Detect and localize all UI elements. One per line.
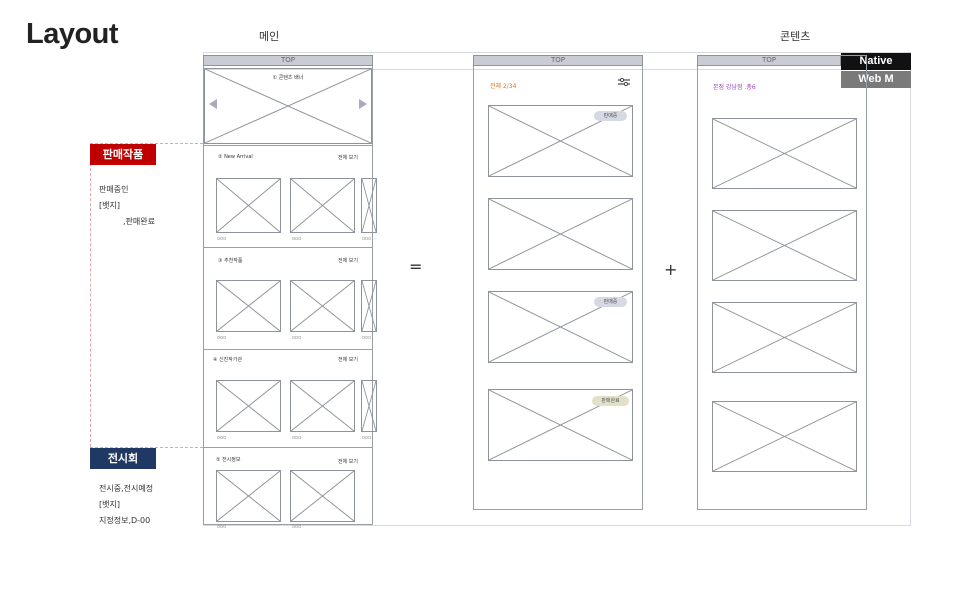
plus-operator: +	[664, 260, 678, 279]
main-column-label: 메인	[259, 30, 280, 43]
section-divider	[204, 447, 372, 448]
filter-icon[interactable]	[617, 73, 631, 87]
exhibition-thumbnail[interactable]	[216, 470, 281, 522]
section-recommended-label: ③ 추천작품	[218, 258, 243, 264]
artwork-thumbnail[interactable]	[290, 280, 355, 332]
platform-native-tag: Native	[841, 53, 911, 70]
thumbnail-caption: ooo	[362, 335, 372, 341]
content-column-label: 콘텐츠	[780, 30, 811, 43]
exhibition-thumbnail[interactable]	[290, 470, 355, 522]
thumbnail-caption: ooo	[292, 435, 302, 441]
section-new-arrival-more[interactable]: 전체 보기	[338, 155, 358, 161]
exhibition-note-line: [뱃지]	[99, 500, 120, 509]
section-new-arrival-label: ② New Arrival	[218, 154, 253, 160]
section-recommended-more[interactable]: 전체 보기	[338, 258, 358, 264]
artwork-thumbnail-partial[interactable]	[361, 178, 377, 233]
connector-sale-left	[90, 143, 91, 447]
artwork-card-image[interactable]	[488, 105, 633, 177]
canvas-top-line	[203, 69, 911, 70]
section-exhibition-label: ⑤ 전시정보	[216, 457, 241, 463]
tag-sale-works: 판매작품	[90, 144, 156, 165]
artwork-thumbnail[interactable]	[290, 380, 355, 432]
content-b-topbar: TOP	[697, 55, 841, 66]
content-a-topbar: TOP	[473, 55, 643, 66]
artwork-thumbnail[interactable]	[216, 380, 281, 432]
exhibition-note-line: 지정정보,D-00	[99, 516, 151, 525]
exhibition-notes: 전시중,전시예정 [뱃지] 지정정보,D-00	[99, 481, 199, 529]
status-badge: 판매완료	[592, 396, 629, 406]
sale-works-notes: 판매중인 [뱃지] ,판매완료	[99, 182, 199, 230]
artwork-thumbnail-partial[interactable]	[361, 380, 377, 432]
thumbnail-caption: ooo	[362, 435, 372, 441]
section-new-artists-label: ④ 신진작가관	[213, 357, 243, 363]
thumbnail-caption: ooo	[292, 335, 302, 341]
banner-placeholder[interactable]	[204, 68, 372, 144]
thumbnail-caption: ooo	[292, 236, 302, 242]
branch-filter[interactable]: 본점 강남점 .총6	[713, 84, 756, 91]
thumbnail-caption: ooo	[217, 524, 227, 530]
sale-note-line: ,판매완료	[123, 217, 155, 226]
connector-sale-top	[90, 143, 203, 144]
section-new-artists-more[interactable]: 전체 보기	[338, 357, 358, 363]
artwork-thumbnail[interactable]	[290, 178, 355, 233]
exhibition-card-image[interactable]	[712, 401, 857, 472]
artwork-thumbnail[interactable]	[216, 280, 281, 332]
thumbnail-caption: ooo	[217, 435, 227, 441]
page-title: Layout	[26, 18, 119, 50]
exhibition-card-image[interactable]	[712, 210, 857, 281]
tag-exhibition: 전시회	[90, 448, 156, 469]
main-topbar: TOP	[203, 55, 373, 66]
works-count: 전체 2/34	[490, 83, 517, 90]
connector-sale-bottom	[90, 447, 203, 448]
banner-label: ① 콘텐츠 배너	[272, 75, 304, 81]
artwork-card-image[interactable]	[488, 198, 633, 270]
exhibition-note-line: 전시중,전시예정	[99, 484, 154, 493]
sale-note-line: [뱃지]	[99, 201, 120, 210]
sale-note-line: 판매중인	[99, 185, 129, 194]
status-badge: 판매중	[594, 297, 627, 307]
artwork-thumbnail[interactable]	[216, 178, 281, 233]
banner-prev-icon[interactable]	[209, 99, 217, 109]
banner-next-icon[interactable]	[359, 99, 367, 109]
exhibition-card-image[interactable]	[712, 118, 857, 189]
section-divider	[204, 349, 372, 350]
artwork-thumbnail-partial[interactable]	[361, 280, 377, 332]
platform-webm-tag: Web M	[841, 71, 911, 88]
thumbnail-caption: ooo	[217, 236, 227, 242]
thumbnail-caption: ooo	[292, 524, 302, 530]
section-exhibition-more[interactable]: 전체 보기	[338, 459, 358, 465]
section-divider	[204, 145, 372, 146]
exhibition-card-image[interactable]	[712, 302, 857, 373]
equals-operator: =	[409, 257, 423, 276]
status-badge: 판매중	[594, 111, 627, 121]
thumbnail-caption: ooo	[362, 236, 372, 242]
section-divider	[204, 247, 372, 248]
thumbnail-caption: ooo	[217, 335, 227, 341]
